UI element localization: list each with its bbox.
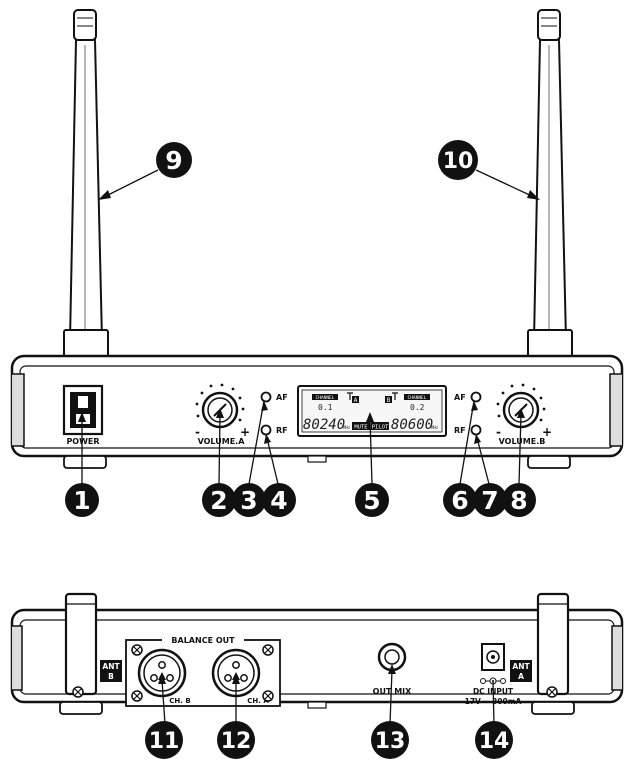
lcd-unit-b: MHz (431, 425, 439, 430)
volume-a-minus: - (195, 425, 200, 439)
antenna-right (527, 9, 573, 359)
svg-text:7: 7 (481, 486, 498, 515)
ant-b-badge: ANT B (100, 660, 122, 682)
lcd-display: CHANNEL CHANNEL 0.1 0.2 A B 80240 MHz MU… (297, 385, 447, 437)
power-label: POWER (66, 437, 99, 446)
callout-14: 14 (475, 721, 513, 759)
lcd-unit-a: MHz (343, 425, 351, 430)
callout-5: 5 (355, 483, 389, 517)
lcd-channel-label-a: CHANNEL (316, 395, 335, 401)
svg-text:1: 1 (73, 486, 90, 515)
callout-13: 13 (371, 721, 409, 759)
volume-b-minus: - (496, 425, 501, 439)
antenna-b-connector (64, 592, 98, 698)
callout-8: 8 (502, 483, 536, 517)
svg-text:11: 11 (149, 729, 180, 754)
antenna-left (63, 9, 109, 359)
callout-1: 1 (65, 483, 99, 517)
volume-b-scale-dots (496, 383, 546, 422)
callout-9: 9 (156, 142, 192, 178)
lcd-freq-a: 80240 (303, 417, 345, 433)
callout-4: 4 (262, 483, 296, 517)
volume-a-label: VOLUME.A (198, 437, 246, 446)
svg-text:ANT: ANT (102, 662, 120, 671)
balance-out-label: BALANCE OUT (171, 636, 235, 645)
lcd-ant-a: A (354, 397, 358, 404)
callout-2: 2 (202, 483, 236, 517)
volume-b-label: VOLUME.B (499, 437, 546, 446)
callout-12: 12 (217, 721, 255, 759)
af-led-a (260, 391, 272, 403)
antenna-b-icon (392, 392, 398, 400)
leader-lines (81, 169, 537, 725)
lcd-ch-b-value: 0.2 (410, 403, 425, 412)
svg-text:10: 10 (443, 149, 474, 174)
callout-3: 3 (232, 483, 266, 517)
ch-b-label: CH. B (169, 697, 190, 705)
lcd-freq-b: 80600 (391, 417, 433, 433)
antenna-a-icon (347, 392, 353, 400)
callout-11: 11 (145, 721, 183, 759)
svg-text:ANT: ANT (512, 662, 530, 671)
lcd-pilot: PILOT (372, 425, 389, 431)
power-switch[interactable] (62, 384, 104, 436)
af-label-a: AF (276, 393, 288, 402)
xlr-output-ch-b[interactable] (131, 644, 187, 702)
rf-led-a (260, 424, 272, 436)
rf-label-a: RF (276, 426, 288, 435)
lcd-mute: MUTE (354, 425, 367, 431)
volume-a-scale-dots (195, 383, 245, 422)
svg-text:6: 6 (451, 486, 468, 515)
svg-text:4: 4 (270, 486, 287, 515)
svg-text:8: 8 (510, 486, 527, 515)
af-led-b (470, 391, 482, 403)
leader-arrowheads (78, 190, 540, 684)
volume-b-plus: + (542, 425, 552, 439)
af-label-b: AF (454, 393, 466, 402)
callout-6: 6 (443, 483, 477, 517)
svg-text:12: 12 (221, 729, 252, 754)
rf-led-b (470, 424, 482, 436)
xlr-output-ch-a[interactable] (211, 644, 274, 702)
ch-a-label: CH. A (247, 697, 269, 705)
lcd-ch-a-value: 0.1 (318, 403, 333, 412)
callout-10: 10 (438, 140, 478, 180)
svg-text:3: 3 (240, 486, 257, 515)
svg-text:9: 9 (165, 146, 182, 175)
svg-text:2: 2 (210, 486, 227, 515)
svg-text:A: A (518, 672, 524, 681)
lcd-ant-b: B (387, 397, 391, 404)
dc-input-jack[interactable] (481, 643, 505, 671)
rf-label-b: RF (454, 426, 466, 435)
svg-text:5: 5 (363, 486, 380, 515)
lcd-channel-label-b: CHANNEL (408, 395, 427, 401)
dc-polarity-icon (480, 677, 506, 685)
ant-a-badge: ANT A (510, 660, 532, 682)
antenna-a-connector (536, 592, 570, 698)
svg-text:14: 14 (479, 729, 510, 754)
svg-text:13: 13 (375, 729, 406, 754)
callout-7: 7 (473, 483, 507, 517)
volume-a-plus: + (240, 425, 250, 439)
svg-text:B: B (108, 672, 114, 681)
out-mix-label: OUT MIX (373, 687, 412, 696)
